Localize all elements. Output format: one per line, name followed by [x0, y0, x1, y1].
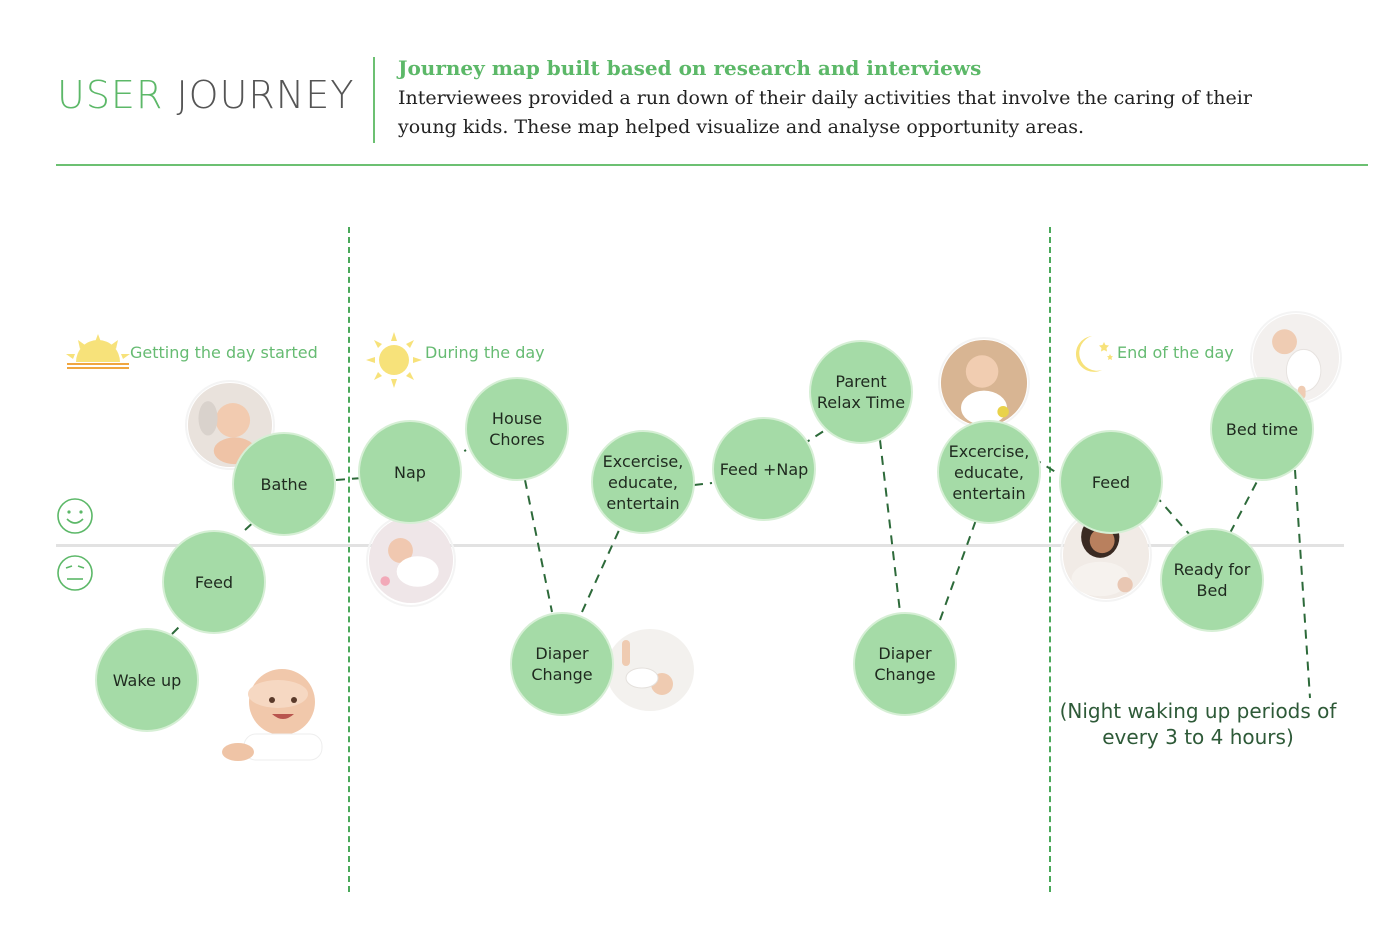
neutral-face-icon: [57, 555, 93, 591]
journey-node-diaper-change-2: Diaper Change: [853, 612, 957, 716]
journey-node-parent-relax: Parent Relax Time: [809, 340, 913, 444]
journey-node-diaper-change-1: Diaper Change: [510, 612, 614, 716]
journey-node-feed-nap: Feed +Nap: [712, 417, 816, 521]
night-waking-note: (Night waking up periods of every 3 to 4…: [1059, 699, 1337, 749]
journey-node-exercise-2: Excercise, educate, entertain: [937, 420, 1041, 524]
section-divider-2: [1049, 227, 1051, 892]
diaper-change-photo: [606, 629, 694, 711]
header-rule: [56, 164, 1368, 166]
section-label-end: End of the day: [1117, 343, 1234, 362]
section-label-day: During the day: [425, 343, 545, 362]
sunrise-icon: [66, 334, 130, 369]
journey-node-exercise-1: Excercise, educate, entertain: [591, 430, 695, 534]
crawling-baby-photo: [222, 669, 323, 761]
journey-node-feed-evening: Feed: [1059, 430, 1163, 534]
happy-face-icon: [57, 498, 93, 534]
journey-node-nap: Nap: [358, 420, 462, 524]
header-divider: [373, 57, 375, 143]
mood-baseline: [56, 544, 1344, 547]
title-journey: JOURNEY: [176, 73, 355, 117]
sun-icon: [366, 332, 422, 388]
subtitle: Journey map built based on research and …: [398, 56, 982, 80]
section-label-start: Getting the day started: [130, 343, 318, 362]
sleeping-baby-photo: [366, 514, 456, 607]
mother-feeding-photo: [1060, 508, 1152, 602]
journey-node-bathe: Bathe: [232, 432, 336, 536]
description: Interviewees provided a run down of thei…: [398, 87, 1252, 138]
baby-bath-photo: [185, 380, 275, 470]
title-user: USER: [57, 73, 164, 117]
journey-node-house-chores: House Chores: [465, 377, 569, 481]
moon-icon: [1075, 336, 1113, 372]
page-title: USER JOURNEY: [57, 76, 354, 114]
journey-node-wake-up: Wake up: [95, 628, 199, 732]
journey-node-ready-for-bed: Ready for Bed: [1160, 528, 1264, 632]
section-divider-1: [348, 227, 350, 892]
journey-node-feed-morning: Feed: [162, 530, 266, 634]
journey-node-bed-time: Bed time: [1210, 377, 1314, 481]
smiling-baby-photo: [938, 337, 1030, 429]
